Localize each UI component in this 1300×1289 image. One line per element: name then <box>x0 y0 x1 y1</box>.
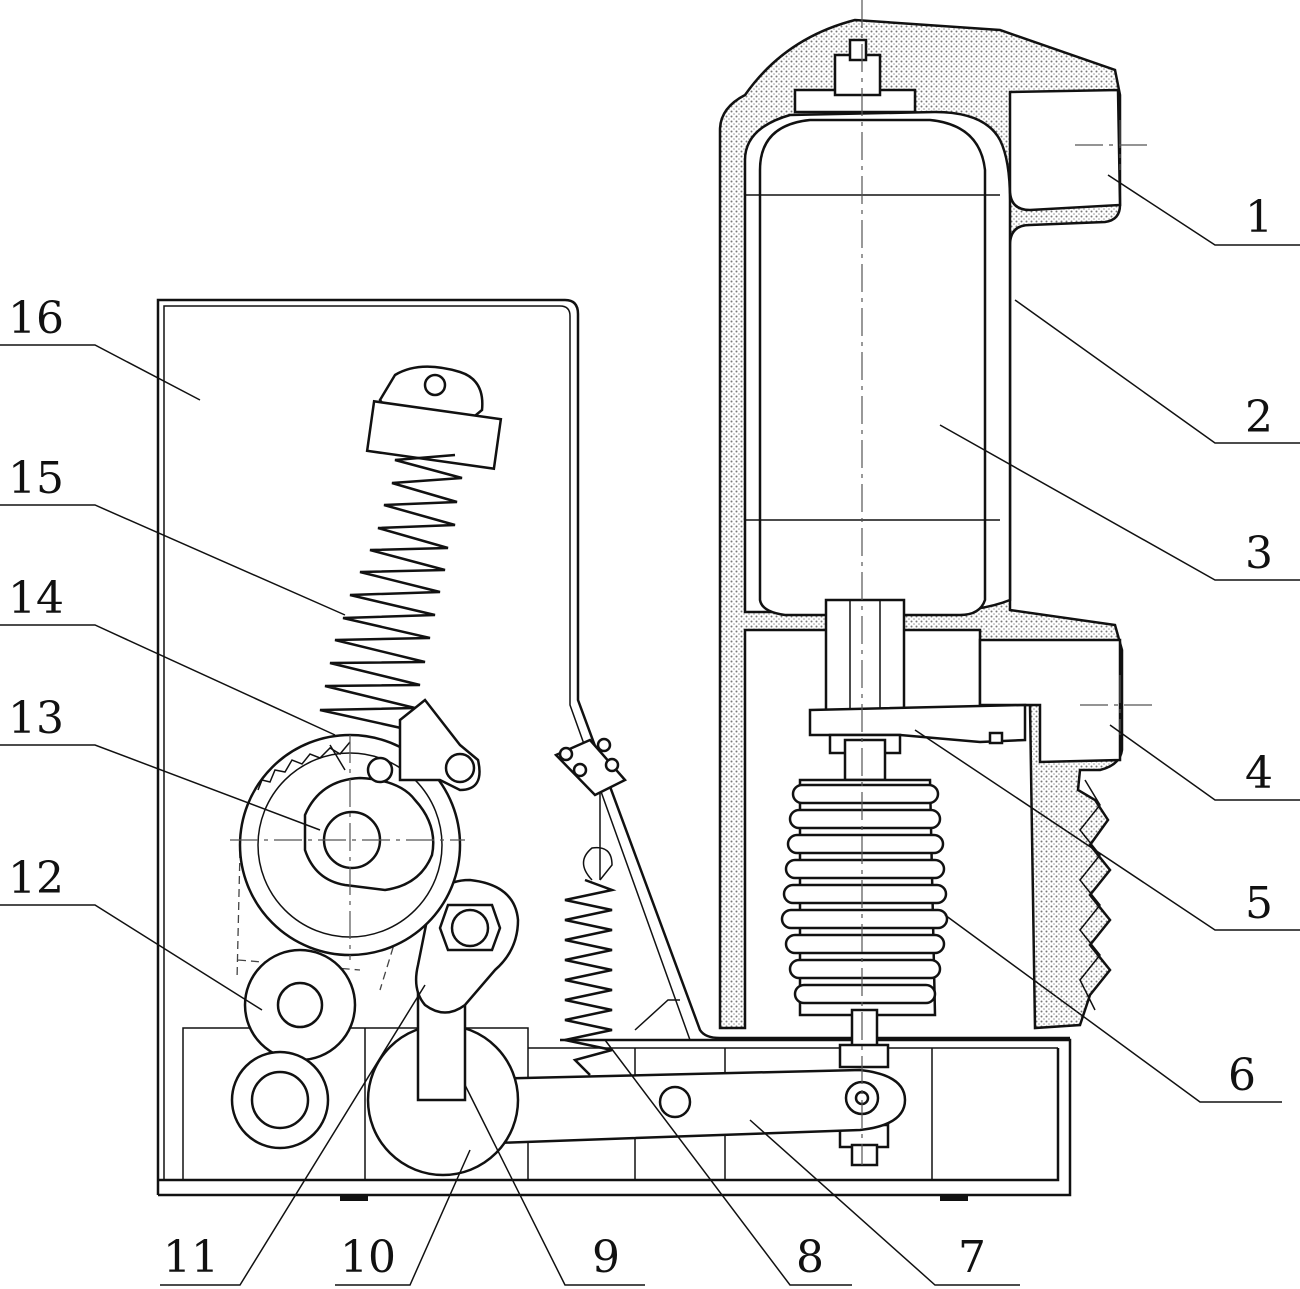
centerlines <box>230 0 1155 1165</box>
main-shaft <box>366 983 520 1177</box>
label-6: 6 <box>1228 1050 1256 1101</box>
label-5: 5 <box>1245 878 1273 929</box>
label-14: 14 <box>8 573 64 624</box>
label-8: 8 <box>796 1232 824 1283</box>
label-12: 12 <box>8 853 64 904</box>
closing-spring <box>319 365 503 792</box>
label-7: 7 <box>958 1232 986 1283</box>
insulating-rod <box>780 738 949 1167</box>
rod-sheds <box>780 783 949 1005</box>
part-labels: 1 2 3 4 5 6 7 8 9 10 11 12 13 14 15 16 <box>8 192 1273 1283</box>
label-11: 11 <box>163 1232 219 1283</box>
label-9: 9 <box>592 1232 620 1283</box>
label-3: 3 <box>1245 528 1273 579</box>
mechanism-frame <box>156 298 1070 1195</box>
label-1: 1 <box>1245 192 1273 243</box>
label-10: 10 <box>340 1232 396 1283</box>
leader-lines <box>0 174 1300 1286</box>
label-16: 16 <box>8 293 64 344</box>
crank-arm <box>408 1068 907 1147</box>
label-15: 15 <box>8 453 64 504</box>
base-frame <box>158 999 1072 1201</box>
flexible-connector <box>808 703 1027 755</box>
opening-spring <box>553 737 628 1076</box>
vacuum-interrupter <box>745 118 1000 722</box>
label-13: 13 <box>8 693 64 744</box>
drive-link <box>414 878 520 1014</box>
label-2: 2 <box>1245 392 1273 443</box>
label-4: 4 <box>1245 748 1273 799</box>
